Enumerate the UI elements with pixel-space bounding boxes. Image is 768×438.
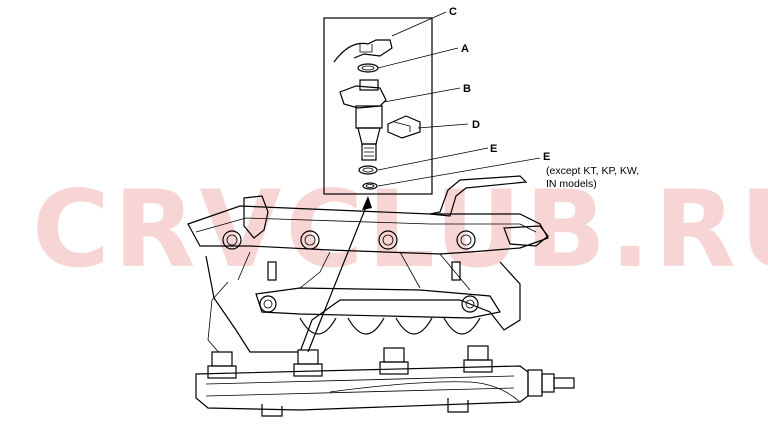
rail-injector-1: [207, 351, 237, 379]
callout-e2: E: [543, 151, 550, 163]
detail-leader-arrow: [307, 196, 372, 353]
callout-d: D: [472, 119, 480, 131]
injector-cap-c: [333, 39, 393, 63]
rail-end-fitting: [527, 369, 575, 397]
intake-manifold: [187, 175, 549, 357]
callout-b: B: [463, 83, 471, 95]
fuel-rail: [195, 345, 575, 417]
callout-a: A: [461, 43, 469, 55]
watermark-text: CRVCLUB.RU: [32, 168, 768, 291]
injector-b: [339, 79, 387, 161]
o-ring-a: [357, 63, 379, 73]
o-ring-e1: [358, 165, 378, 175]
injector-detail-box: [323, 17, 433, 195]
rail-injector-4: [463, 345, 493, 373]
callout-c: C: [449, 6, 457, 18]
callout-e2-note-line1: (except KT, KP, KW,: [546, 165, 639, 177]
rail-injector-2: [293, 349, 323, 377]
callout-leaders: [377, 11, 541, 187]
injector-clip-d: [387, 115, 421, 139]
o-ring-e2: [362, 182, 378, 190]
rail-injector-3: [379, 347, 409, 375]
callout-e1: E: [490, 143, 497, 155]
callout-e2-note-line2: IN models): [546, 178, 597, 190]
